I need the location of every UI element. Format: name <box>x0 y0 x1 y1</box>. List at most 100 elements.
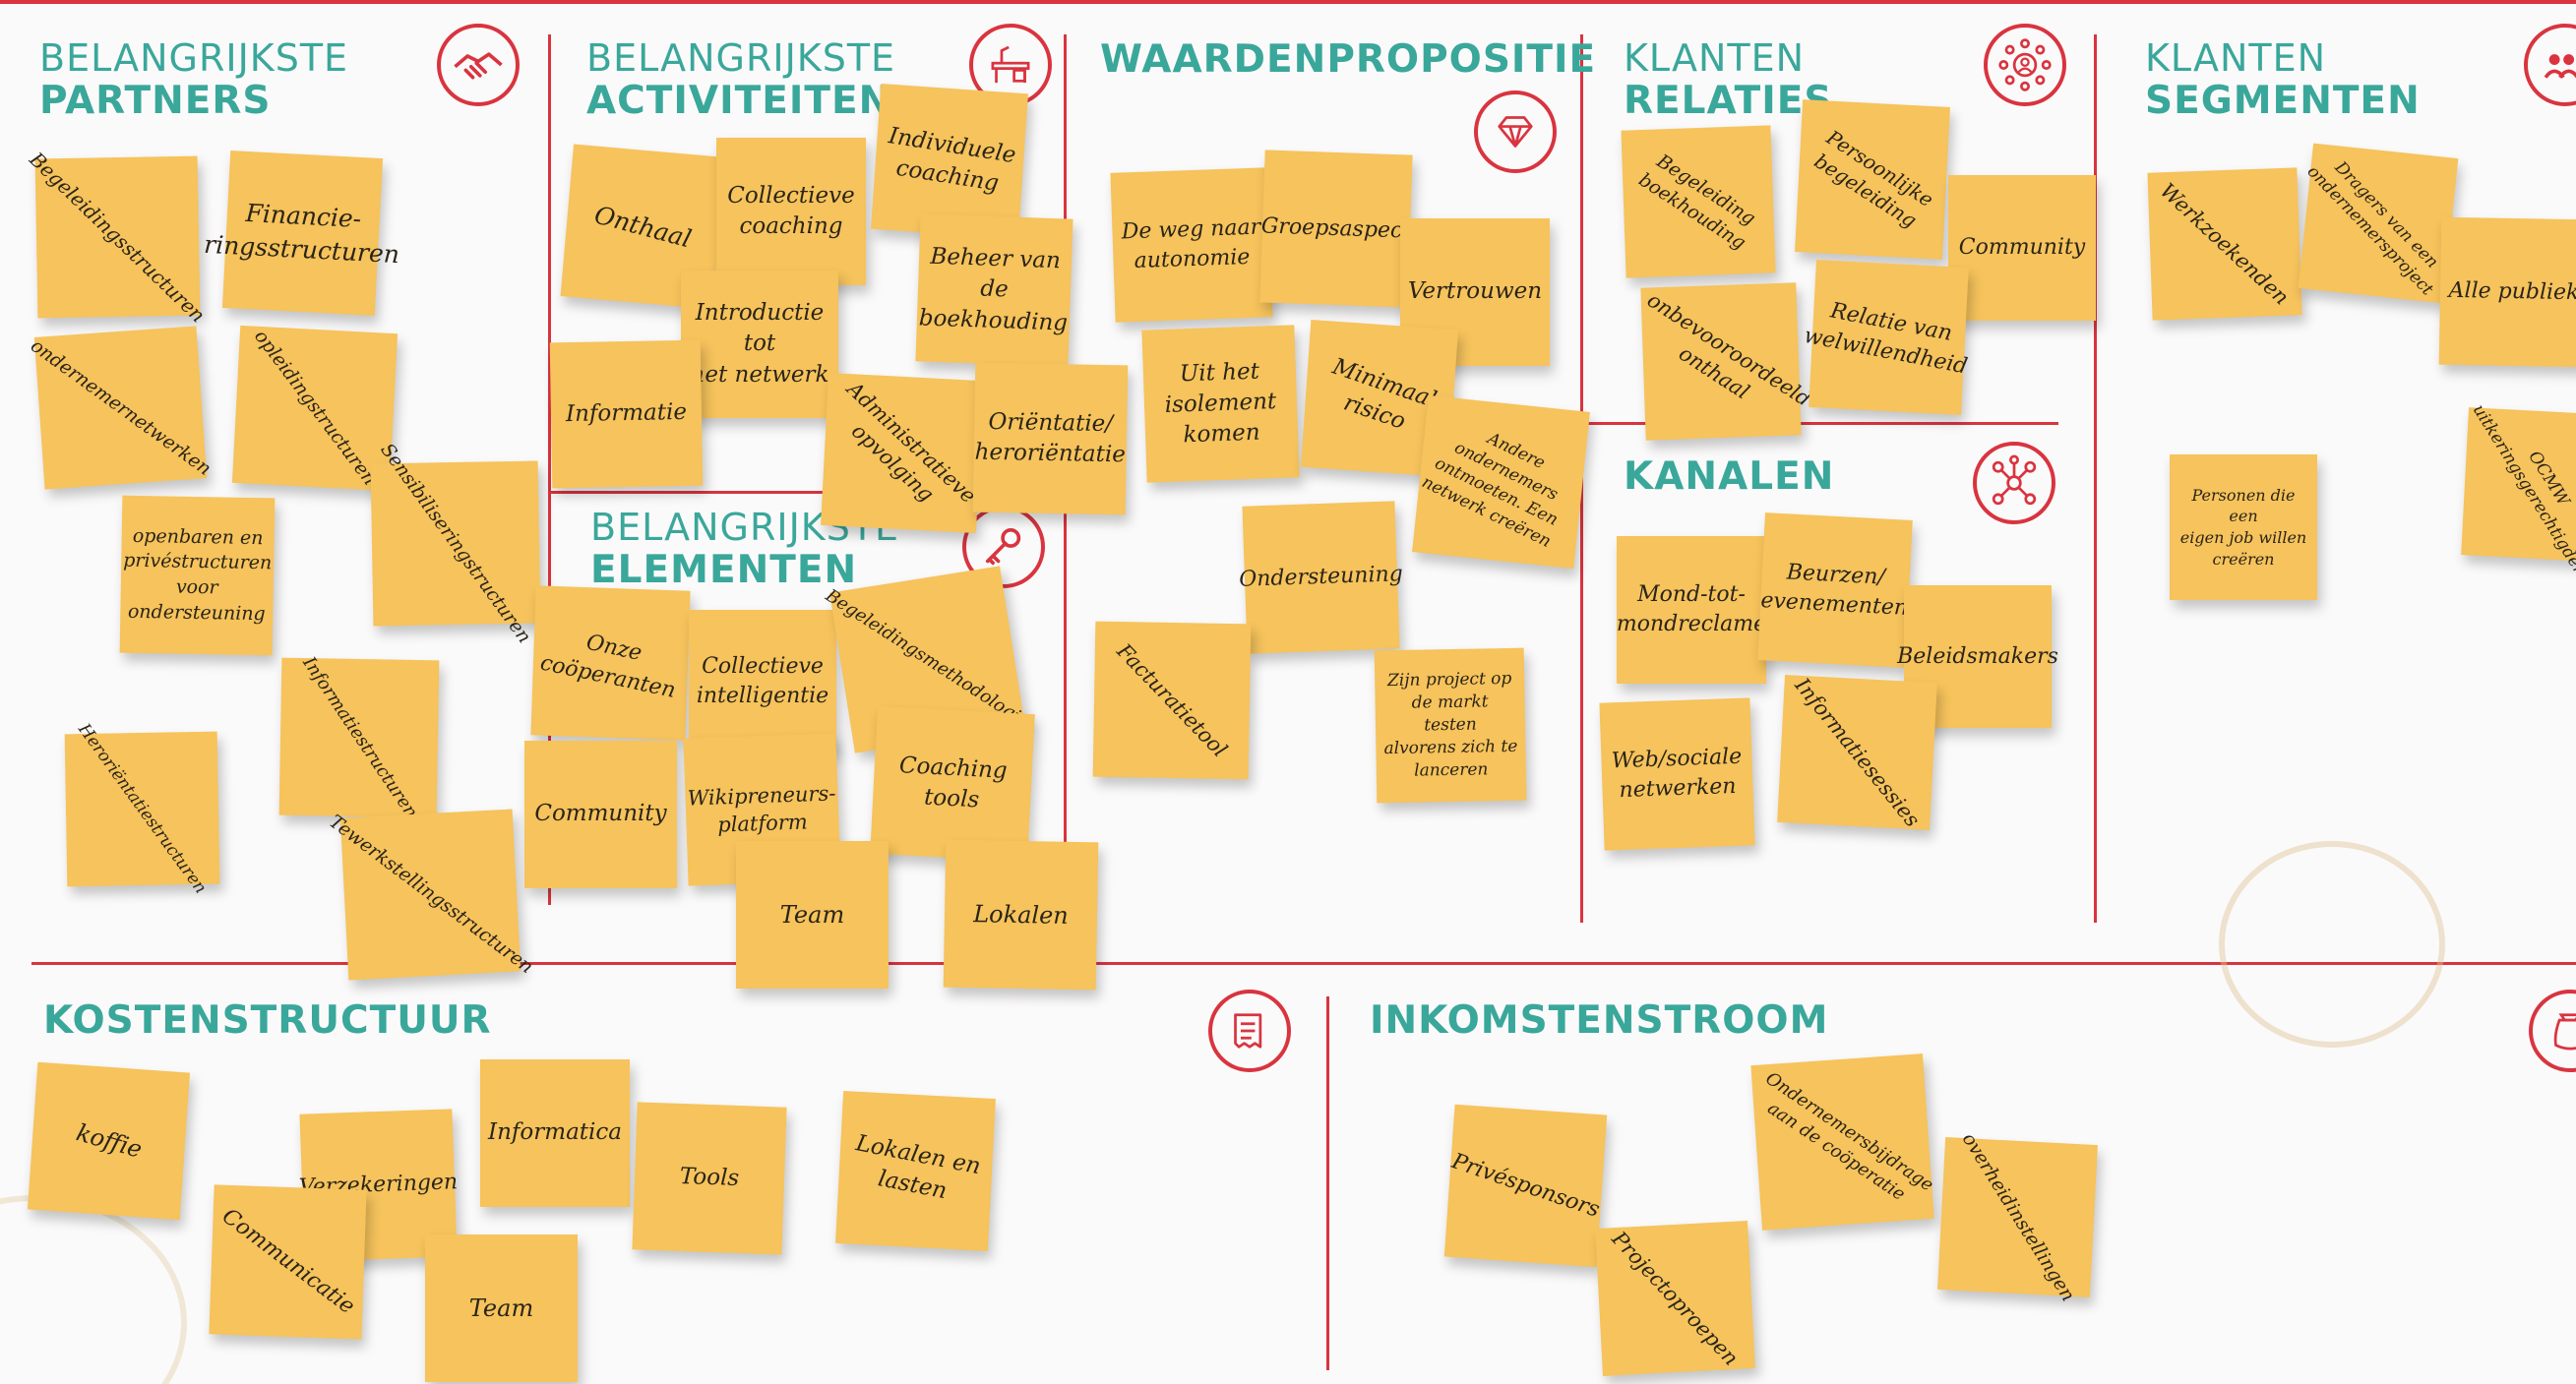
sticky-note: Sensibiliseringstructuren <box>370 439 541 647</box>
sticky-note: Dragers van een ondernemersproject <box>2298 143 2459 304</box>
sticky-note: onbevooroordeeld onthaal <box>1640 282 1814 441</box>
sticky-note-text: Mond-tot- mondreclame <box>1616 582 1767 636</box>
relations-heading-line2: RELATIES <box>1624 78 1833 123</box>
sticky-note: ondernemernetwerken <box>27 326 215 490</box>
sticky-note-text: overheidinstellingen <box>1957 1128 2079 1305</box>
sticky-note: openbaren en privéstructuren voor onders… <box>119 495 276 656</box>
sticky-note-text: Team <box>468 1294 534 1322</box>
sticky-note-text: Werkzoekenden <box>2156 178 2295 310</box>
target-group-icon <box>2524 24 2576 106</box>
divider-costs-revenue <box>1326 996 1329 1370</box>
sticky-note-text: Vertrouwen <box>1407 278 1543 305</box>
segments-heading-line2: SEGMENTEN <box>2145 78 2421 123</box>
activities-heading-line2: ACTIVITEITEN <box>586 78 892 123</box>
partners-heading-line2: PARTNERS <box>39 78 272 123</box>
sticky-note: Uit het isolement komen <box>1141 325 1300 483</box>
sticky-note: Ondernemersbijdrage aan de coöperatie <box>1750 1053 1937 1231</box>
sticky-note-text: Relatie van welwillendheid <box>1802 298 1970 380</box>
sticky-note-text: Projectoproepen <box>1607 1227 1744 1370</box>
sticky-note: koffie <box>27 1061 191 1221</box>
sticky-note: Werkzoekenden <box>2147 167 2302 321</box>
sticky-note: Beurzen/ evenementen <box>1757 512 1913 668</box>
sticky-note-text: Introductie tot het netwerk <box>690 300 829 388</box>
sticky-note-text: Informatiesessies <box>1790 673 1925 832</box>
sticky-note-text: Community <box>534 801 667 827</box>
sticky-note: Oriëntatie/ heroriëntatie <box>972 362 1129 515</box>
sticky-note-text: Informatica <box>488 1119 622 1146</box>
sticky-note-text: Facturatietool <box>1112 638 1232 762</box>
sticky-note-text: Beleidsmakers <box>1897 643 2058 669</box>
sticky-note: Facturatietool <box>1092 621 1252 780</box>
revenue-heading: INKOMSTENSTROOM <box>1370 998 1829 1043</box>
sticky-note-text: ondernemernetwerken <box>27 334 215 480</box>
sticky-note-text: Collectieve coaching <box>727 182 855 239</box>
handshake-icon <box>437 24 520 106</box>
activities-heading-line1: BELANGRIJKSTE <box>586 36 896 80</box>
sticky-note-text: Community <box>1958 235 2086 261</box>
sticky-note-text: Begeleidingsstructuren <box>25 147 211 327</box>
segments-heading: KLANTEN SEGMENTEN <box>2145 37 2421 122</box>
sticky-note: Lokalen <box>943 839 1099 991</box>
sticky-note-text: Groepsaspect <box>1260 213 1412 244</box>
sticky-note: Introductie tot het netwerk <box>681 271 838 418</box>
receipt-icon <box>1208 990 1291 1072</box>
top-border-line <box>0 0 2576 4</box>
sticky-note-text: OCMW uitkeringsgerechtigden <box>2468 400 2576 580</box>
sticky-note: Onze coöperanten <box>530 585 691 741</box>
partners-heading-line1: BELANGRIJKSTE <box>39 36 349 80</box>
sticky-note: Tewerkstellingsstructuren <box>325 809 537 981</box>
sticky-note: Groepsaspect <box>1259 150 1413 308</box>
sticky-note-text: openbaren en privéstructuren voor onders… <box>123 524 273 625</box>
coffee-stain <box>0 1195 187 1384</box>
sticky-note-text: onbevooroordeeld onthaal <box>1642 287 1815 412</box>
sticky-note-text: Persoonlijke begeleiding <box>1809 124 1938 232</box>
sticky-note: Privésponsors <box>1443 1104 1608 1268</box>
sticky-note-text: Web/sociale netwerken <box>1611 745 1743 804</box>
relations-heading: KLANTEN RELATIES <box>1624 37 1833 122</box>
sticky-note: Ondersteuning <box>1239 501 1403 654</box>
sticky-note-text: Lokalen <box>972 899 1070 930</box>
sticky-note-text: Ondersteuning <box>1238 562 1404 593</box>
value-heading: WAARDENPROPOSITIE <box>1100 37 1597 82</box>
sticky-note: Financie- ringsstructuren <box>204 150 400 316</box>
sticky-note: Team <box>425 1234 578 1382</box>
sticky-note: Collectieve coaching <box>716 138 866 285</box>
sticky-note: Relatie van welwillendheid <box>1803 260 1970 415</box>
sticky-note-text: Begeleiding boekhouding <box>1634 150 1759 255</box>
sticky-note: Communicatie <box>209 1184 367 1340</box>
sticky-note-text: Communicatie <box>216 1204 359 1320</box>
sticky-note: Begeleidingsstructuren <box>26 147 211 327</box>
sticky-note: Mond-tot- mondreclame <box>1617 536 1766 684</box>
sticky-note-text: Uit het isolement komen <box>1164 358 1277 449</box>
divider-partners-activities <box>548 34 551 905</box>
sticky-note-text: Onze coöperanten <box>537 631 678 703</box>
sticky-note-text: Ondernemersbijdrage aan de coöperatie <box>1761 1067 1937 1205</box>
sticky-note: De weg naar autonomie <box>1110 167 1273 323</box>
sticky-note: Begeleiding boekhouding <box>1621 125 1776 278</box>
coffee-stain <box>2219 841 2445 1048</box>
network-nodes-icon <box>1973 442 2055 524</box>
sticky-note-text: Informatie <box>565 399 688 428</box>
sticky-note: Collectieve intelligentie <box>689 610 836 752</box>
partners-heading: BELANGRIJKSTE PARTNERS <box>39 37 348 122</box>
sticky-note-text: Beheer van de boekhouding <box>918 244 1069 336</box>
divider-activities-resources <box>548 491 1066 494</box>
sticky-note: Zijn project op de markt testen alvorens… <box>1374 647 1527 804</box>
sticky-note-text: Heroriëntatiestructuren <box>74 720 212 898</box>
sticky-note: Lokalen en lasten <box>835 1091 996 1251</box>
relations-heading-line1: KLANTEN <box>1624 36 1806 80</box>
sticky-note-text: Administratieve opvolging <box>842 377 981 509</box>
sticky-note-text: Andere ondernemers ontmoeten. Een netwer… <box>1418 428 1562 552</box>
segments-heading-line1: KLANTEN <box>2145 36 2327 80</box>
sticky-note-text: Dragers van een ondernemersproject <box>2303 157 2443 300</box>
divider-relations-channels <box>1582 422 2058 425</box>
sticky-note: Administratieve opvolging <box>821 372 984 534</box>
divider-top-bottom <box>31 962 2576 965</box>
sticky-note: Informatiesessies <box>1777 673 1937 832</box>
costs-heading: KOSTENSTRUCTUUR <box>43 998 492 1043</box>
sticky-note: Informatie <box>549 339 704 489</box>
people-network-icon <box>1984 24 2066 106</box>
resources-heading-line2: ELEMENTEN <box>590 547 858 592</box>
sticky-note-text: Onthaal <box>591 200 695 254</box>
